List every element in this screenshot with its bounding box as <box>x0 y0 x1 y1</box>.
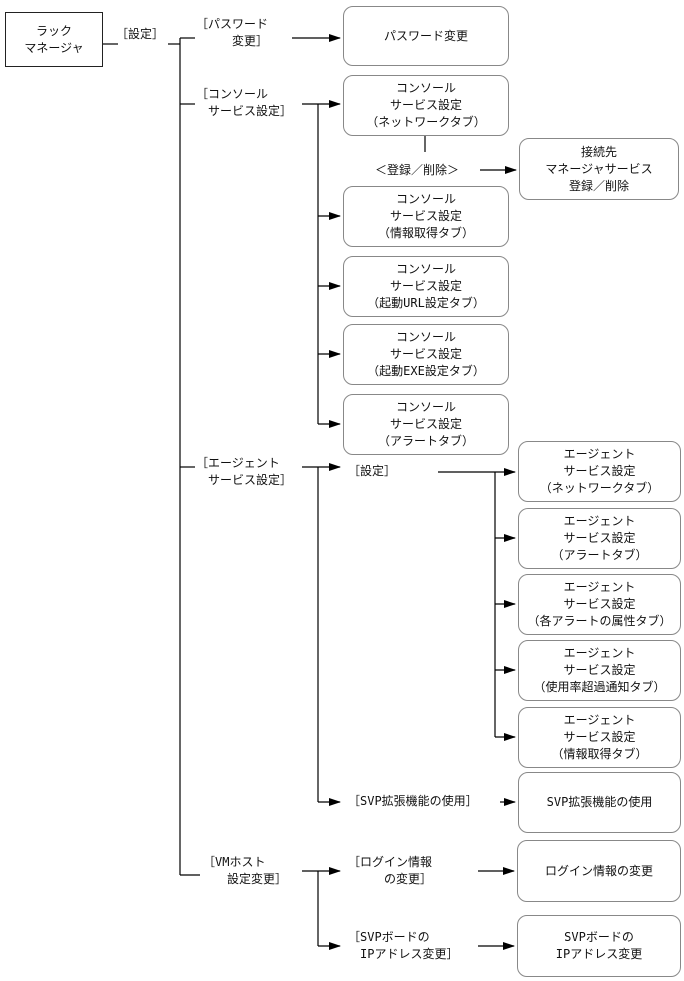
password-label: ［パスワード 変更］ <box>196 17 269 48</box>
agent-alert-attr-tab-box: エージェント サービス設定 （各アラートの属性タブ） <box>518 574 681 635</box>
agent-network-tab-box: エージェント サービス設定 （ネットワークタブ） <box>518 441 681 502</box>
console-exe-tab-box: コンソール サービス設定 （起動EXE設定タブ） <box>343 324 509 385</box>
settings-label: ［設定］ <box>116 27 165 41</box>
console-register-box: 接続先 マネージャサービス 登録／削除 <box>519 138 679 200</box>
login-info-label: ［ログイン情報 の変更］ <box>348 855 433 886</box>
console-service-label: ［コンソール サービス設定］ <box>196 87 293 118</box>
console-info-tab-box: コンソール サービス設定 （情報取得タブ） <box>343 186 509 247</box>
svp-board-label: ［SVPボードの IPアドレス変更］ <box>348 930 459 961</box>
agent-service-label: ［エージェント サービス設定］ <box>196 456 293 487</box>
svp-board-ip-change-box: SVPボードの IPアドレス変更 <box>517 915 681 977</box>
console-register-label: ＜登録／削除＞ <box>375 163 460 177</box>
password-change-box: パスワード変更 <box>343 6 509 66</box>
agent-info-tab-box: エージェント サービス設定 （情報取得タブ） <box>518 707 681 768</box>
login-info-change-box: ログイン情報の変更 <box>517 840 681 902</box>
agent-settings-label: ［設定］ <box>348 464 397 478</box>
console-network-tab-box: コンソール サービス設定 （ネットワークタブ） <box>343 75 509 136</box>
vm-host-label: ［VMホスト 設定変更］ <box>203 855 288 886</box>
console-url-tab-box: コンソール サービス設定 （起動URL設定タブ） <box>343 256 509 317</box>
svp-extension-box: SVP拡張機能の使用 <box>518 772 681 833</box>
agent-alert-tab-box: エージェント サービス設定 （アラートタブ） <box>518 508 681 569</box>
svp-extension-label: ［SVP拡張機能の使用］ <box>348 794 478 808</box>
console-alert-tab-box: コンソール サービス設定 （アラートタブ） <box>343 394 509 455</box>
agent-usage-notify-tab-box: エージェント サービス設定 （使用率超過通知タブ） <box>518 640 681 701</box>
rack-manager-box: ラック マネージャ <box>5 12 103 67</box>
